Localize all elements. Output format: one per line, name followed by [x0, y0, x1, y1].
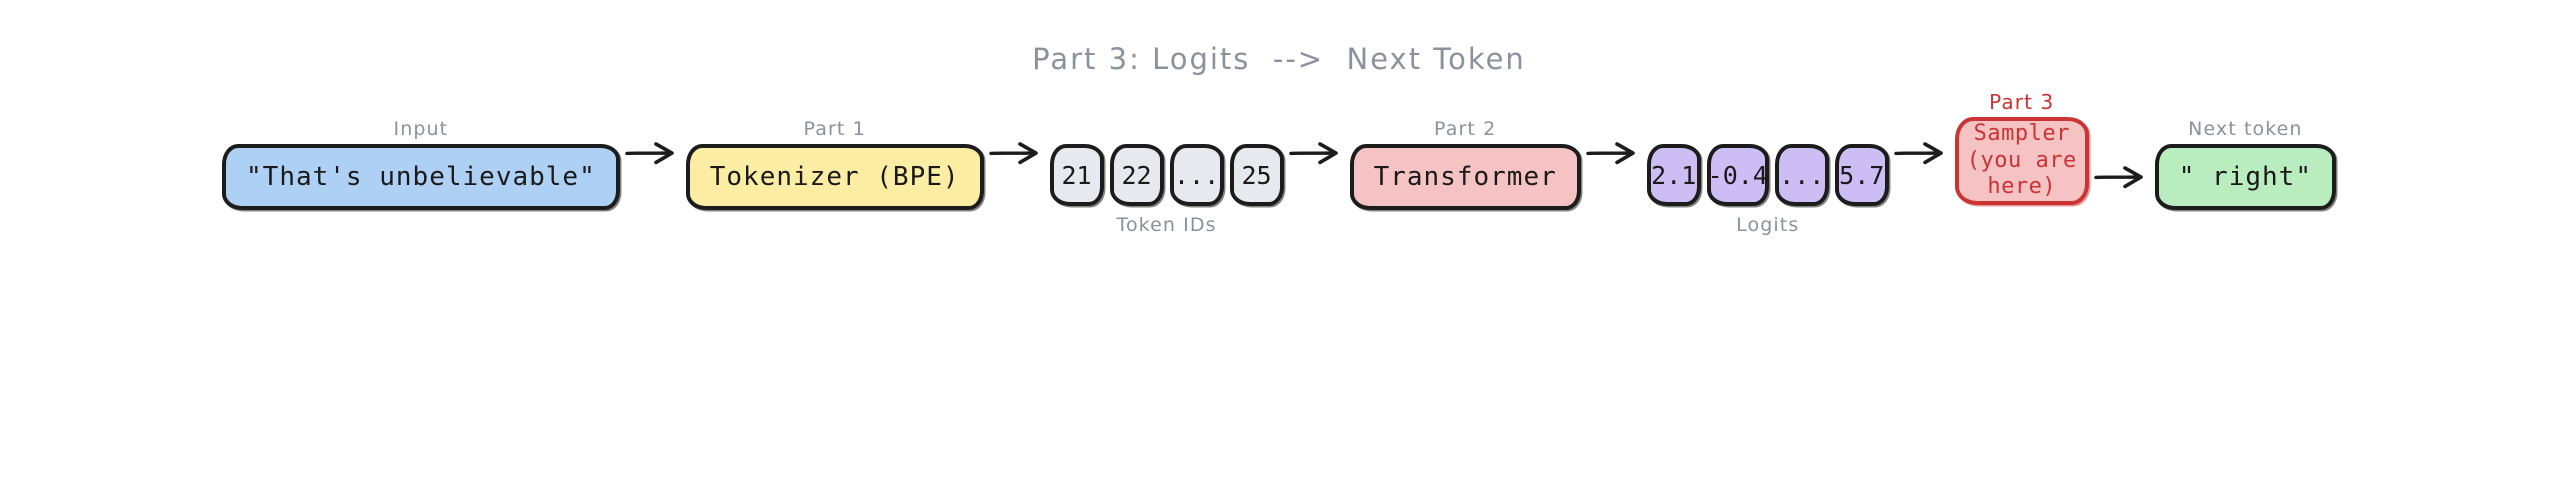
token-id-cell[interactable]: ... — [1169, 144, 1224, 206]
token-ids-box-row: 21 22 ... 25 — [1049, 144, 1284, 206]
logit-cell[interactable]: -0.4 — [1706, 144, 1769, 206]
stage-transformer: Part 2 Transformer — [1349, 118, 1581, 239]
sampler-line-1: Sampler — [1973, 120, 2070, 146]
logits-box-row: 2.1 -0.4 ... 5.7 — [1646, 144, 1889, 206]
stage-token-ids: 21 22 ... 25 Token IDs — [1049, 120, 1284, 236]
arrow-right-icon — [1586, 120, 1641, 186]
sampler-line-3: here) — [1987, 174, 2057, 200]
stage-tokenizer: Part 1 Tokenizer (BPE) — [685, 118, 984, 239]
logit-cell[interactable]: 2.1 — [1646, 144, 1701, 206]
token-id-cell[interactable]: 25 — [1229, 144, 1284, 206]
pipeline-flow: Input "That's unbelievable" Part 1 Token… — [0, 92, 2558, 300]
logits-label: Logits — [1736, 214, 1800, 236]
arrow-right-icon — [1894, 120, 1949, 186]
tokenizer-label: Part 1 — [803, 118, 866, 140]
page-title: Part 3: Logits --> Next Token — [1032, 42, 1526, 76]
next-token-node[interactable]: " right" — [2154, 144, 2336, 210]
next-token-box-row: " right" — [2154, 144, 2336, 210]
stage-next-token: Next token " right" — [2154, 118, 2336, 239]
tokenizer-node[interactable]: Tokenizer (BPE) — [685, 144, 984, 210]
input-box-row: "That's unbelievable" — [222, 144, 620, 210]
sampler-box-row: Sampler (you are here) — [1954, 117, 2089, 205]
token-ids-label: Token IDs — [1116, 214, 1217, 236]
sampler-label: Part 3 — [1989, 90, 2055, 114]
stage-sampler: Part 3 Sampler (you are here) — [1954, 90, 2089, 234]
sampler-node[interactable]: Sampler (you are here) — [1954, 117, 2089, 205]
transformer-box-row: Transformer — [1349, 144, 1581, 210]
tokenizer-box-row: Tokenizer (BPE) — [685, 144, 984, 210]
stage-input: Input "That's unbelievable" — [222, 120, 620, 239]
input-node[interactable]: "That's unbelievable" — [222, 144, 620, 210]
next-token-label: Next token — [2188, 118, 2303, 140]
sampler-line-2: (you are — [1966, 147, 2077, 173]
arrow-right-icon — [625, 120, 680, 186]
arrow-right-icon — [988, 120, 1044, 186]
stage-logits: 2.1 -0.4 ... 5.7 Logits — [1646, 120, 1889, 236]
transformer-node[interactable]: Transformer — [1349, 144, 1581, 210]
arrow-right-icon — [1288, 120, 1344, 186]
token-id-cell[interactable]: 21 — [1049, 144, 1104, 206]
token-id-cell[interactable]: 22 — [1109, 144, 1164, 206]
arrow-right-icon — [2094, 144, 2149, 210]
input-label: Input — [393, 118, 449, 140]
logit-cell[interactable]: ... — [1774, 144, 1829, 206]
transformer-label: Part 2 — [1434, 118, 1497, 140]
logit-cell[interactable]: 5.7 — [1834, 144, 1889, 206]
